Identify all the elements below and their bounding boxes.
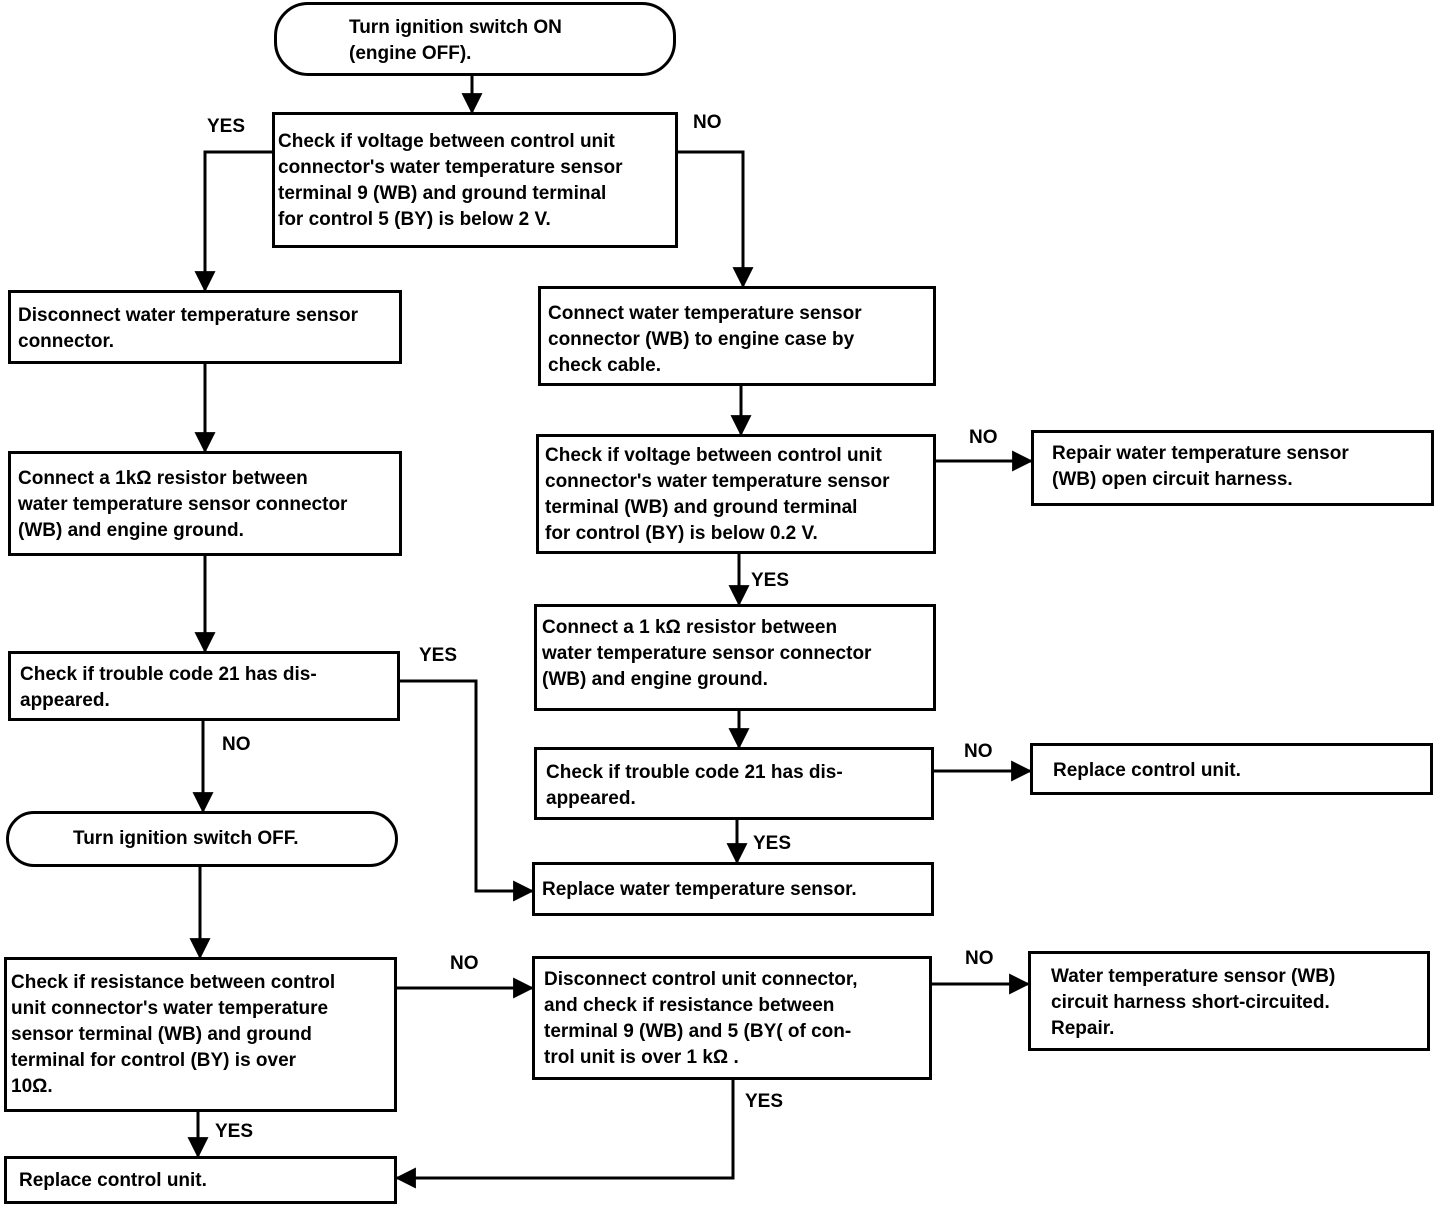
connect-sensor-to-engine-case: Connect water temperature sensor connect…: [538, 286, 936, 386]
connect-1k-resistor-right-text: Connect a 1 kΩ resistor between water te…: [542, 617, 872, 690]
label-no-from-check-1kohm: NO: [965, 948, 994, 969]
label-yes-from-check-0-2v: YES: [751, 570, 790, 591]
replace-control-unit-bottom: Replace control unit.: [4, 1156, 397, 1204]
edge-n5-n15: [399, 679, 535, 902]
label-no-from-check-10ohm: NO: [450, 953, 479, 974]
label-yes-from-check-10ohm: YES: [215, 1121, 254, 1142]
label-yes-from-check-1kohm: YES: [745, 1091, 784, 1112]
check-resistance-over-10ohm: Check if resistance between control unit…: [4, 957, 397, 1112]
disconnect-control-unit-check-resistance-text: Disconnect control unit connector, and c…: [544, 969, 858, 1068]
label-yes-from-check-2v: YES: [207, 116, 246, 137]
check-code-21-left: Check if trouble code 21 has dis- appear…: [8, 651, 400, 721]
label-no-from-code-21-left: NO: [222, 734, 251, 755]
edge-n16-n8: [394, 1080, 735, 1189]
connect-sensor-to-engine-case-text: Connect water temperature sensor connect…: [548, 303, 862, 376]
label-yes-from-code-21-left: YES: [419, 645, 458, 666]
check-voltage-below-0-2v: Check if voltage between control unit co…: [536, 434, 936, 554]
label-no-from-code-21-right: NO: [964, 741, 993, 762]
harness-short-circuit-repair-text: Water temperature sensor (WB) circuit ha…: [1051, 966, 1336, 1039]
check-code-21-left-text: Check if trouble code 21 has dis- appear…: [20, 664, 317, 711]
replace-control-unit-bottom-text: Replace control unit.: [19, 1170, 207, 1191]
check-code-21-right-text: Check if trouble code 21 has dis- appear…: [546, 762, 843, 809]
label-no-from-check-2v: NO: [693, 112, 722, 133]
label-yes-from-code-21-right: YES: [753, 833, 792, 854]
connect-1k-resistor-right: Connect a 1 kΩ resistor between water te…: [534, 604, 936, 711]
replace-control-unit-right: Replace control unit.: [1030, 743, 1433, 795]
check-resistance-over-10ohm-text: Check if resistance between control unit…: [11, 972, 336, 1097]
replace-water-temperature-sensor: Replace water temperature sensor.: [532, 862, 934, 916]
disconnect-sensor-connector: Disconnect water temperature sensor conn…: [8, 290, 402, 364]
edge-n2-n3: [194, 150, 273, 293]
check-code-21-right: Check if trouble code 21 has dis- appear…: [534, 747, 934, 820]
replace-water-temperature-sensor-text: Replace water temperature sensor.: [542, 879, 857, 900]
replace-control-unit-right-text: Replace control unit.: [1053, 760, 1241, 781]
harness-short-circuit-repair: Water temperature sensor (WB) circuit ha…: [1028, 951, 1430, 1051]
connect-1k-resistor-left-text: Connect a 1kΩ resistor between water tem…: [18, 468, 348, 541]
check-voltage-below-2v-text: Check if voltage between control unit co…: [278, 131, 623, 230]
turn-ignition-off-text: Turn ignition switch OFF.: [73, 828, 299, 849]
disconnect-control-unit-check-resistance: Disconnect control unit connector, and c…: [532, 956, 932, 1080]
check-voltage-below-0-2v-text: Check if voltage between control unit co…: [545, 445, 890, 544]
check-voltage-below-2v: Check if voltage between control unit co…: [272, 112, 678, 248]
repair-open-circuit-harness: Repair water temperature sensor (WB) ope…: [1031, 430, 1434, 506]
start-ignition-on-text: Turn ignition switch ON (engine OFF).: [349, 17, 562, 64]
repair-open-circuit-harness-text: Repair water temperature sensor (WB) ope…: [1052, 443, 1349, 490]
start-ignition-on: Turn ignition switch ON (engine OFF).: [274, 2, 676, 76]
edge-n2-n9: [677, 150, 754, 289]
turn-ignition-off: Turn ignition switch OFF.: [6, 811, 398, 867]
label-no-from-check-0-2v: NO: [969, 427, 998, 448]
connect-1k-resistor-left: Connect a 1kΩ resistor between water tem…: [8, 451, 402, 556]
disconnect-sensor-connector-text: Disconnect water temperature sensor conn…: [18, 305, 359, 352]
